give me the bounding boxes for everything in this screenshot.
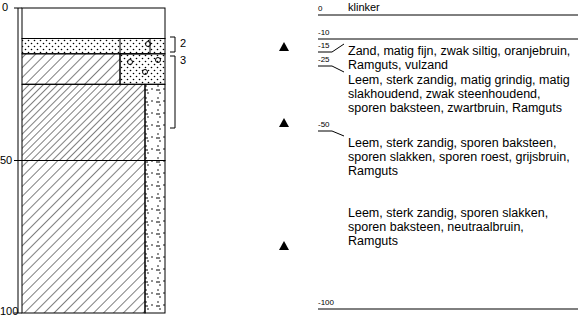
soil-column — [22, 8, 165, 313]
layer-description: Leem, sterk zandig, sporen baksteen, spo… — [348, 136, 574, 178]
depth-tick: 50 — [0, 154, 12, 166]
depth-leader — [318, 15, 578, 309]
depth-axis — [14, 8, 22, 313]
depth-value: 0 — [318, 5, 322, 14]
depth-value: -25 — [318, 56, 330, 65]
layer-description: Zand, matig fijn, zwak siltig, oranjebru… — [348, 44, 574, 72]
depth-tick: 0 — [2, 1, 8, 13]
depth-value: -10 — [318, 29, 330, 38]
sample-bracket — [170, 37, 175, 128]
depth-value: -100 — [318, 299, 334, 308]
depth-value: -50 — [318, 121, 330, 130]
sample-number: 2 — [180, 37, 186, 49]
water-marker — [279, 42, 289, 250]
sample-number: 3 — [180, 54, 186, 66]
depth-value: -15 — [318, 42, 330, 51]
layer-description: klinker — [348, 1, 380, 13]
layer-description: Leem, sterk zandig, matig grindig, matig… — [348, 73, 574, 115]
depth-tick: 100 — [0, 305, 18, 317]
layer-description: Leem, sterk zandig, sporen slakken, spor… — [348, 206, 574, 248]
